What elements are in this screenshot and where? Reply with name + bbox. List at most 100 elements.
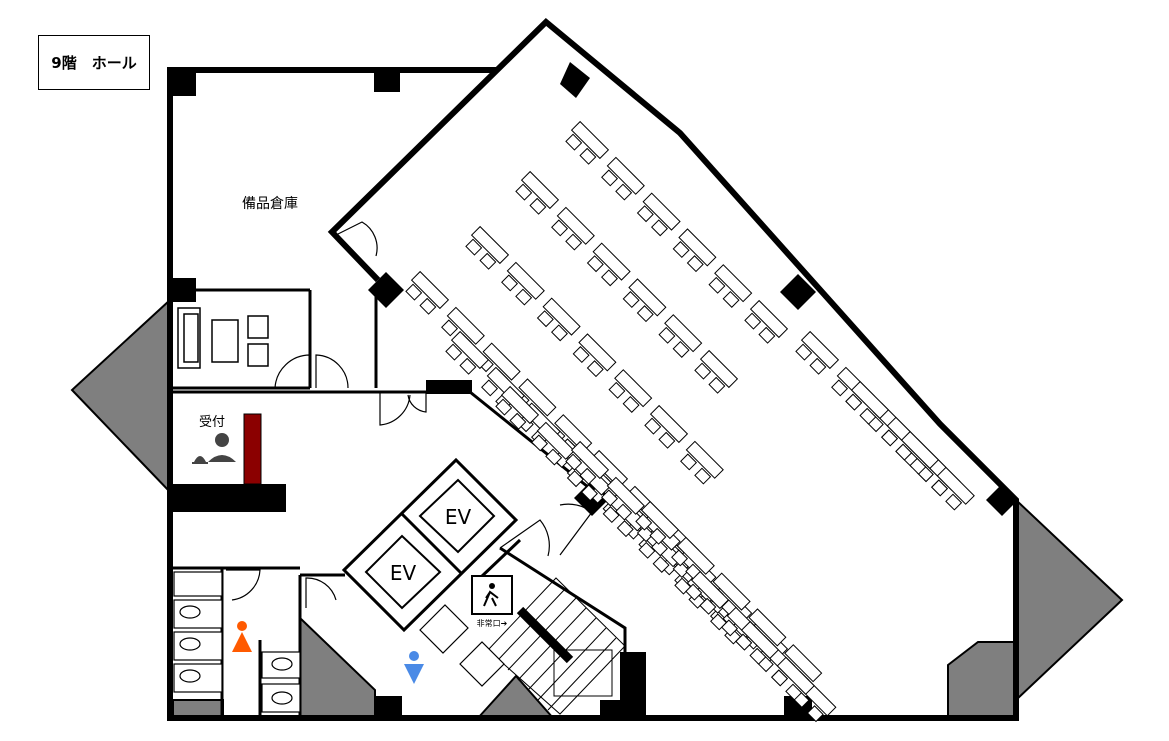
- chair: [566, 470, 584, 488]
- chair: [515, 288, 533, 306]
- chair: [495, 398, 513, 416]
- chair: [672, 340, 690, 358]
- chair: [580, 484, 598, 502]
- chair: [680, 453, 698, 471]
- chair: [652, 555, 670, 573]
- chair: [931, 479, 949, 497]
- table-with-chairs: [680, 440, 724, 485]
- table-with-chairs: [572, 333, 617, 378]
- chair: [459, 357, 477, 375]
- chair: [785, 683, 803, 701]
- chair: [635, 513, 653, 531]
- table-with-chairs: [635, 500, 680, 545]
- table: [578, 333, 617, 372]
- chair: [615, 503, 633, 521]
- table: [640, 500, 680, 540]
- chair: [636, 525, 654, 543]
- chair: [601, 169, 619, 187]
- chair: [616, 520, 634, 538]
- chair: [945, 493, 963, 511]
- table: [410, 270, 450, 310]
- chair: [445, 343, 463, 361]
- emergency-exit-icon: [471, 575, 513, 615]
- reception-label: 受付: [199, 415, 225, 430]
- chair: [909, 457, 927, 475]
- chair: [735, 633, 753, 651]
- table-with-chairs: [608, 369, 653, 413]
- chair: [515, 183, 533, 201]
- table-with-chairs: [501, 261, 545, 306]
- table: [556, 206, 595, 245]
- chair: [672, 241, 690, 259]
- table: [678, 228, 717, 267]
- chair: [685, 583, 703, 601]
- table: [518, 378, 557, 417]
- table: [570, 440, 610, 480]
- table: [628, 278, 667, 317]
- table-with-chairs: [744, 299, 789, 344]
- chair: [600, 269, 618, 287]
- chair: [658, 326, 676, 344]
- chair: [859, 407, 877, 425]
- chair: [795, 343, 813, 361]
- male-restroom-icon: [404, 651, 424, 684]
- chair: [565, 453, 583, 471]
- table: [570, 120, 610, 160]
- chair: [722, 290, 740, 308]
- table: [482, 342, 521, 381]
- chair: [405, 283, 423, 301]
- table: [450, 330, 490, 370]
- chair: [622, 395, 640, 413]
- table-with-chairs: [565, 120, 610, 165]
- table-with-chairs: [795, 330, 840, 375]
- table: [850, 380, 890, 420]
- exterior-gray-pillars: [70, 297, 1124, 719]
- chair: [831, 379, 849, 397]
- table: [800, 330, 840, 370]
- chair: [529, 197, 547, 215]
- table: [749, 299, 789, 339]
- table: [542, 297, 581, 336]
- chair: [572, 346, 590, 364]
- chair: [419, 297, 437, 315]
- restroom-fixtures: [173, 571, 505, 713]
- chair: [481, 379, 499, 397]
- doors: [226, 221, 593, 608]
- table: [614, 369, 653, 408]
- table-with-chairs: [465, 225, 510, 270]
- svg-text:EV: EV: [445, 505, 472, 529]
- table: [649, 404, 689, 444]
- chair: [565, 233, 583, 251]
- table-with-chairs: [476, 342, 521, 387]
- table: [712, 572, 751, 611]
- chair: [699, 597, 717, 615]
- chair: [579, 147, 597, 165]
- table: [699, 349, 739, 389]
- table: [592, 242, 631, 281]
- table-with-chairs: [672, 228, 717, 273]
- chair: [686, 255, 704, 273]
- table-with-chairs: [636, 192, 681, 237]
- chair: [636, 205, 654, 223]
- chair: [509, 412, 527, 430]
- hall-tables: [405, 120, 975, 723]
- table-with-chairs: [644, 404, 689, 449]
- table-with-chairs: [622, 278, 667, 323]
- table: [714, 264, 753, 303]
- chair: [601, 489, 619, 507]
- chair: [545, 448, 563, 466]
- table-with-chairs: [536, 297, 581, 342]
- chair: [881, 429, 899, 447]
- storage-label: 備品倉庫: [242, 195, 298, 212]
- table-with-chairs: [515, 170, 560, 215]
- female-restroom-icon: [232, 621, 252, 652]
- pillars: [170, 62, 1018, 718]
- table-with-chairs: [708, 264, 753, 308]
- stair-rail: [516, 606, 574, 664]
- table: [642, 192, 681, 231]
- emergency-exit-label: 非常口➔: [477, 618, 508, 628]
- table-with-chairs: [405, 270, 450, 315]
- table: [900, 430, 940, 470]
- chair: [721, 619, 739, 637]
